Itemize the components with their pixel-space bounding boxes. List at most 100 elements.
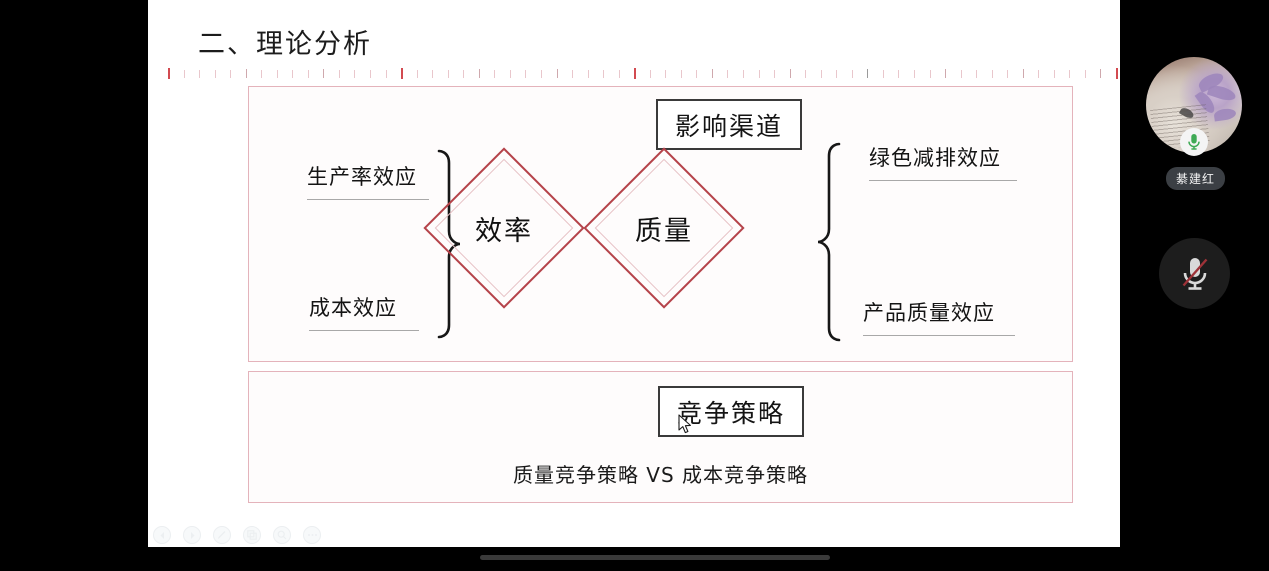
mic-active-badge: [1180, 128, 1208, 156]
ruler-tick: [572, 70, 574, 78]
mic-mute-button[interactable]: [1159, 238, 1230, 309]
label-product-quality-effect: 产品质量效应: [863, 297, 1015, 336]
diamond-quality-label: 质量: [635, 215, 693, 247]
ruler-tick: [385, 70, 387, 78]
ruler-tick: [727, 70, 729, 78]
ruler-tick: [820, 70, 822, 78]
participant-rail: 綦建红: [1120, 0, 1269, 571]
ruler-tick: [494, 70, 496, 78]
ruler-tick: [556, 69, 558, 78]
ruler-tick: [851, 70, 853, 78]
ruler-tick: [836, 70, 838, 78]
slide-canvas[interactable]: 二、理论分析 影响渠道 生产率效应 成本效应 效率: [148, 0, 1120, 547]
strategy-comparison-text: 质量竞争策略 VS 成本竞争策略: [512, 463, 809, 487]
page-title: 二、理论分析: [198, 29, 372, 60]
ruler[interactable]: [168, 68, 1118, 80]
ruler-tick: [774, 70, 776, 78]
ruler-tick: [758, 70, 760, 78]
microphone-muted-icon: [1182, 257, 1207, 290]
label-productivity-effect-text: 生产率效应: [307, 165, 417, 189]
label-cost-effect: 成本效应: [309, 292, 419, 331]
label-underline: [309, 330, 419, 331]
label-productivity-effect: 生产率效应: [307, 161, 429, 200]
slide-toolbar[interactable]: [153, 522, 321, 548]
label-cost-effect-text: 成本效应: [309, 296, 397, 320]
ruler-tick: [976, 70, 978, 78]
duplicate-icon[interactable]: [243, 526, 261, 544]
ruler-tick: [509, 70, 511, 78]
ruler-tick: [525, 70, 527, 78]
impact-channel-panel: 影响渠道 生产率效应 成本效应 效率: [248, 86, 1073, 362]
mouse-cursor: [678, 414, 691, 434]
ruler-tick: [991, 70, 993, 78]
ruler-tick: [960, 70, 962, 78]
ruler-tick: [789, 69, 791, 78]
ruler-tick: [805, 70, 807, 78]
ruler-tick: [168, 68, 170, 79]
label-green-emission-effect-text: 绿色减排效应: [869, 146, 1001, 170]
ruler-tick: [587, 70, 589, 78]
ruler-tick: [618, 70, 620, 78]
ruler-tick: [1069, 70, 1071, 78]
impact-channel-heading-box: 影响渠道: [656, 99, 802, 150]
next-icon[interactable]: [183, 526, 201, 544]
participant-name: 綦建红: [1166, 167, 1226, 190]
ruler-tick: [898, 70, 900, 78]
label-underline: [869, 180, 1017, 181]
pen-icon[interactable]: [213, 526, 231, 544]
diamond-quality: 质量: [583, 147, 745, 309]
ruler-tick: [230, 70, 232, 78]
competitive-strategy-heading-box: 竞争策略: [658, 386, 804, 437]
previous-icon[interactable]: [153, 526, 171, 544]
ruler-tick: [463, 70, 465, 78]
ruler-tick: [323, 69, 325, 78]
label-underline: [863, 335, 1015, 336]
ruler-tick: [680, 70, 682, 78]
ruler-tick: [603, 70, 605, 78]
ruler-tick: [1038, 70, 1040, 78]
microphone-icon: [1188, 134, 1200, 150]
ruler-tick: [649, 70, 651, 78]
ruler-tick: [276, 70, 278, 78]
search-icon[interactable]: [273, 526, 291, 544]
more-icon[interactable]: [303, 526, 321, 544]
competitive-strategy-panel: 竞争策略 质量竞争策略 VS 成本竞争策略: [248, 371, 1073, 503]
ruler-tick: [1084, 70, 1086, 78]
label-underline: [307, 199, 429, 200]
home-indicator: [480, 555, 830, 560]
ruler-tick: [432, 70, 434, 78]
ruler-tick: [401, 68, 404, 79]
ruler-tick: [245, 69, 247, 78]
right-brace-icon: [817, 142, 841, 342]
ruler-tick: [416, 70, 418, 78]
diamond-efficiency-label: 效率: [475, 215, 533, 247]
ruler-tick: [540, 70, 542, 78]
ruler-tick: [867, 69, 869, 78]
ruler-tick: [1007, 70, 1009, 78]
ruler-tick: [292, 70, 294, 78]
label-green-emission-effect: 绿色减排效应: [869, 142, 1017, 181]
ruler-tick: [447, 70, 449, 78]
ruler-tick: [696, 70, 698, 78]
ruler-tick: [214, 70, 216, 78]
ruler-tick: [1100, 69, 1102, 78]
ruler-tick: [913, 70, 915, 78]
ruler-tick: [307, 70, 309, 78]
label-product-quality-effect-text: 产品质量效应: [863, 301, 995, 325]
left-brace-icon: [437, 149, 461, 339]
ruler-tick: [929, 70, 931, 78]
avatar-petal: [1213, 107, 1237, 122]
ruler-tick: [882, 70, 884, 78]
ruler-tick: [634, 68, 637, 79]
ruler-tick: [199, 70, 201, 78]
ruler-tick: [354, 70, 356, 78]
ruler-tick: [338, 70, 340, 78]
ruler-tick: [1116, 68, 1118, 79]
diamond-efficiency: 效率: [423, 147, 585, 309]
ruler-tick: [711, 69, 713, 78]
ruler-tick: [743, 70, 745, 78]
ruler-tick: [945, 69, 947, 78]
ruler-tick: [665, 70, 667, 78]
ruler-tick: [1053, 70, 1055, 78]
